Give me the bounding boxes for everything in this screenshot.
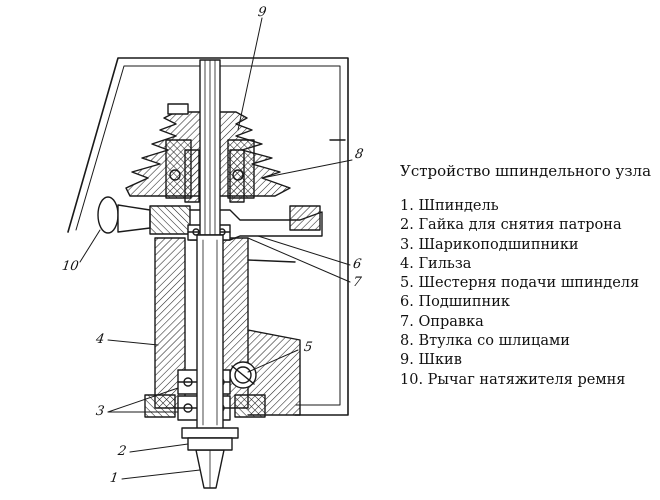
legend-title: Устройство шпиндельного узла	[400, 162, 652, 180]
legend-list: 1. Шпиндель 2. Гайка для снятия патрона …	[400, 197, 655, 390]
legend-item: 8. Втулка со шлицами	[400, 333, 570, 350]
feed-gear	[229, 361, 257, 389]
splined-bushing	[169, 149, 245, 203]
legend-item: 6. Подшипник	[400, 294, 510, 311]
legend-item: 9. Шкив	[400, 352, 462, 369]
legend-item: 5. Шестерня подачи шпинделя	[400, 275, 640, 292]
housing-casing	[67, 57, 349, 416]
leader-lines	[79, 17, 353, 480]
tension-lever	[97, 196, 323, 241]
legend: Устройство шпиндельного узла 1. Шпиндель…	[400, 162, 655, 390]
spindle	[195, 59, 225, 489]
legend-item: 4. Гильза	[400, 255, 472, 272]
legend-item: 2. Гайка для снятия патрона	[400, 217, 622, 234]
legend-item: 3. Шарикоподшипники	[400, 236, 579, 253]
chuck-nut	[181, 427, 239, 451]
legend-item: 10. Рычаг натяжителя ремня	[400, 371, 626, 388]
callout-10: 10	[60, 259, 80, 274]
legend-item: 7. Оправка	[400, 313, 484, 330]
legend-item: 1. Шпиндель	[400, 198, 499, 214]
